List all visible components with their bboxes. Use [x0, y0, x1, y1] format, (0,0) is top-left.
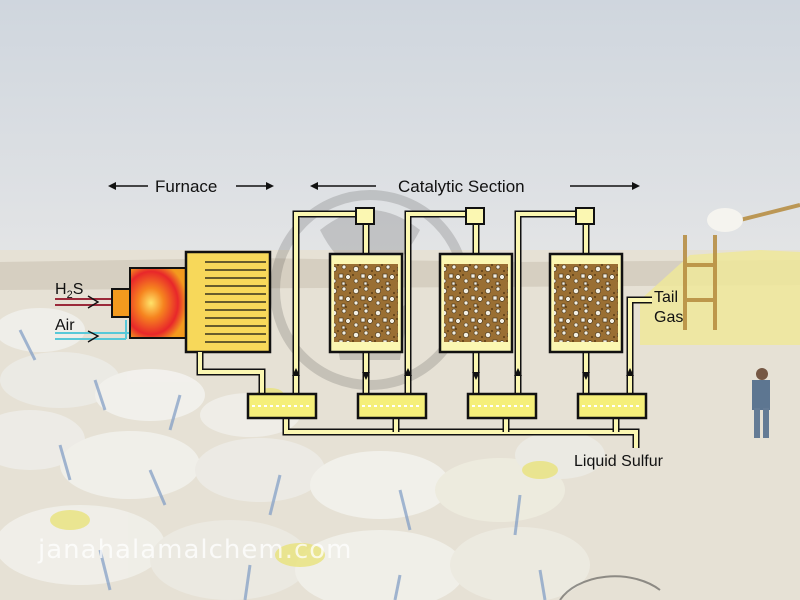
tail-gas-label-line2: Gas [654, 309, 683, 326]
tail-gas-label-line1: Tail [654, 289, 678, 306]
catalytic-section-label: Catalytic Section [398, 177, 525, 196]
h2s-label: H2S [55, 281, 83, 301]
condenser-2 [356, 392, 428, 420]
furnace-box [184, 250, 272, 354]
h2s-feed-line [55, 295, 112, 309]
furnace-heading: Furnace [108, 177, 274, 196]
condenser-1 [246, 392, 318, 420]
reactor-inlet-caps [355, 207, 595, 225]
condenser-3 [466, 392, 538, 420]
flow-arrows [292, 368, 634, 380]
condenser-4 [576, 392, 648, 420]
catalytic-reactor-2 [438, 252, 514, 354]
air-label: Air [55, 317, 75, 334]
catalytic-heading: Catalytic Section [310, 177, 640, 196]
catalytic-reactor-3 [548, 252, 624, 354]
burner [111, 267, 191, 339]
catalytic-reactor-1 [328, 252, 404, 354]
furnace-label: Furnace [155, 177, 217, 196]
site-watermark: janahalamalchem.com [37, 535, 353, 565]
liquid-sulfur-label: Liquid Sulfur [574, 453, 664, 470]
